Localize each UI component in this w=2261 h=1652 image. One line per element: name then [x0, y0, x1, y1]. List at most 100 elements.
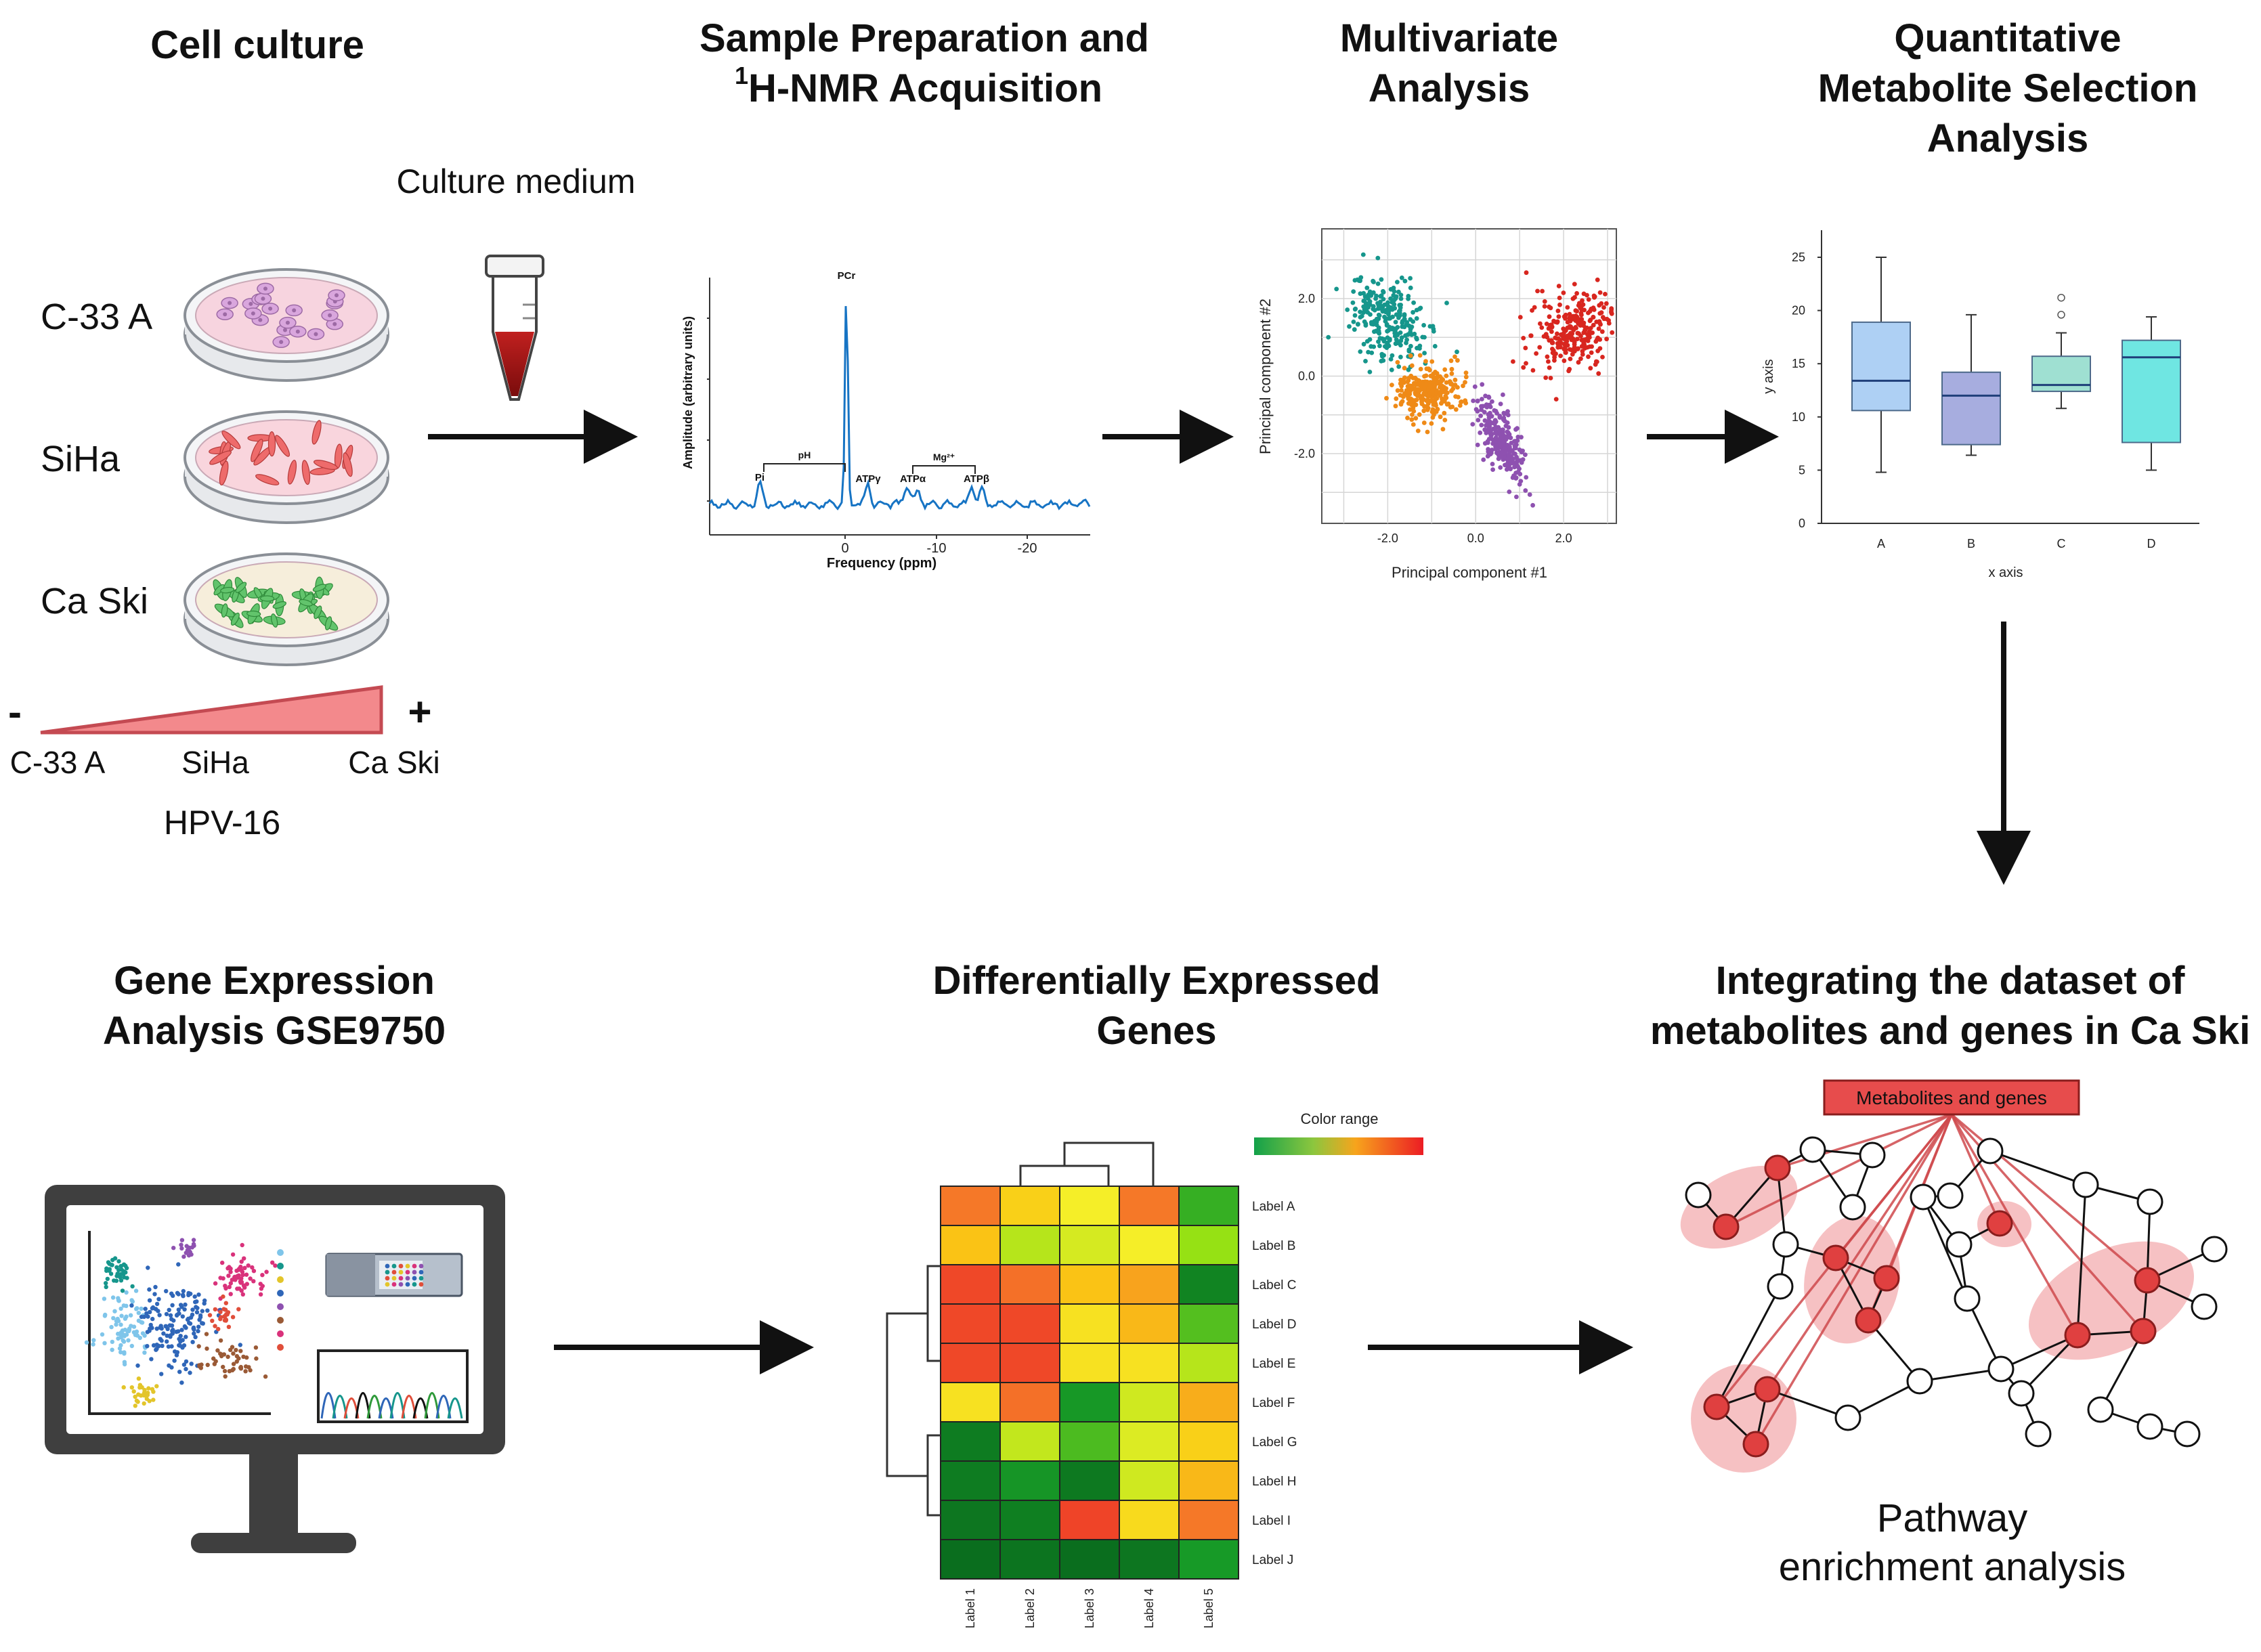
heatmap-cell [940, 1539, 1001, 1580]
pca-point [1326, 334, 1331, 340]
network-node-highlighted [1986, 1210, 2013, 1237]
metabolites-genes-label: Metabolites and genes [1856, 1087, 2047, 1108]
box-x-label: x axis [1988, 565, 2023, 580]
pca-point [1527, 492, 1532, 497]
pca-point [1578, 356, 1583, 362]
gradient-label-siha: SiHa [181, 745, 249, 780]
network-node [2072, 1171, 2099, 1198]
pca-point [1547, 314, 1552, 320]
cell-line-label-caski: Ca Ski [41, 581, 148, 622]
pca-point [1503, 450, 1508, 455]
pca-point [1463, 374, 1469, 380]
pca-point [1415, 336, 1419, 342]
title-sample-prep-line1: Sample Preparation and [699, 16, 1149, 60]
tsne-cluster-6 [196, 1332, 268, 1379]
pca-point [1431, 378, 1437, 383]
gradient-plus: + [408, 689, 431, 735]
heatmap-col-label: Label 3 [1083, 1588, 1096, 1628]
pca-point [1369, 320, 1374, 325]
pca-point [1555, 308, 1561, 313]
pca-point [1555, 336, 1561, 341]
network-link-n2 [1725, 1113, 1952, 1228]
pca-point [1509, 448, 1515, 454]
nmr-tick-0: 0 [841, 541, 848, 556]
pca-point [1521, 365, 1526, 370]
network-node [1945, 1231, 1973, 1258]
pca-point [1390, 383, 1394, 387]
nmr-atpg-label: ATPγ [855, 473, 881, 485]
box-y-tick: 15 [1792, 357, 1805, 370]
tsne-cluster-0 [104, 1256, 135, 1293]
pca-point [1452, 354, 1457, 360]
pca-point [1493, 430, 1499, 435]
pca-point [1375, 281, 1381, 286]
pca-point [1515, 426, 1520, 431]
pca-point [1524, 361, 1528, 366]
pca-point [1488, 428, 1494, 433]
pca-point [1504, 462, 1509, 467]
heatmap-row-label: Label G [1252, 1435, 1297, 1450]
title-gene-expression-line2: Analysis GSE9750 [103, 1009, 446, 1053]
pca-point [1398, 311, 1402, 316]
pca-point [1515, 435, 1521, 439]
pca-point [1398, 296, 1404, 301]
network-edge [2076, 1184, 2087, 1336]
heatmap-row-label: Label H [1252, 1475, 1297, 1489]
pca-point [1521, 336, 1526, 341]
pca-point [1427, 393, 1432, 398]
pca-point [1515, 469, 1521, 475]
pca-point [1486, 394, 1491, 399]
network-node [1767, 1273, 1794, 1300]
heatmap-cell [1178, 1539, 1239, 1580]
pca-point [1438, 414, 1443, 420]
pca-point [1409, 383, 1415, 389]
gradient-caption: HPV-16 [164, 804, 280, 842]
tsne-cluster-7 [121, 1376, 159, 1408]
pca-point [1476, 418, 1481, 422]
pca-point [1511, 359, 1515, 364]
heatmap-cell [1119, 1539, 1180, 1580]
nmr-atpa-label: ATPα [900, 473, 926, 485]
pca-point [1498, 465, 1503, 470]
network-node-highlighted [1873, 1265, 1900, 1292]
tsne-cluster-1 [171, 1238, 196, 1259]
nmr-spectrum-line [708, 306, 1091, 511]
nmr-pcr-label: PCr [838, 270, 856, 282]
title-deg-line1: Differentially Expressed [933, 959, 1381, 1003]
pca-point [1449, 366, 1455, 372]
pca-point [1364, 339, 1370, 344]
pca-point [1509, 441, 1514, 445]
network-node [1772, 1231, 1799, 1258]
pca-point [1508, 466, 1513, 472]
sequencing-chip-icon [325, 1253, 463, 1297]
pca-point [1540, 288, 1545, 294]
pca-point [1479, 408, 1484, 412]
pca-point [1371, 344, 1377, 349]
heatmap-dendrogram-left [886, 1265, 941, 1517]
pca-point [1415, 429, 1421, 433]
network-node [2008, 1380, 2035, 1407]
tsne-cluster-4 [129, 1262, 242, 1385]
pca-point [1494, 443, 1499, 448]
pca-point [1334, 286, 1339, 292]
pca-point [1368, 312, 1373, 317]
pca-point [1430, 415, 1436, 420]
pca-point [1562, 347, 1567, 351]
pca-point [1363, 321, 1369, 326]
pca-point [1384, 395, 1389, 401]
pca-point [1379, 293, 1384, 298]
box-x-tick: B [1967, 537, 1975, 550]
pca-point [1604, 336, 1610, 342]
pca-point [1514, 494, 1519, 500]
pca-point [1576, 321, 1581, 326]
network-edge [2000, 1334, 2078, 1370]
heatmap-row-label: Label B [1252, 1239, 1295, 1253]
pca-point [1372, 329, 1377, 334]
pca-point [1402, 312, 1407, 317]
pca-point [1552, 355, 1557, 360]
pca-point [1381, 353, 1386, 358]
pca-point [1610, 330, 1615, 335]
box-x-tick: D [2147, 537, 2156, 550]
pca-point [1421, 323, 1427, 328]
